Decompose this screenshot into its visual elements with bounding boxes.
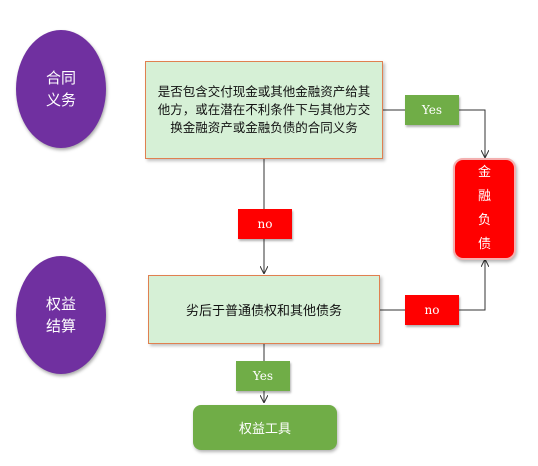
question-contract-obligation-text: 是否包含交付现金或其他金融资产给其他方，或在潜在不利条件下与其他方交换金融资产或… — [157, 84, 371, 135]
question-contract-obligation: 是否包含交付现金或其他金融资产给其他方，或在潜在不利条件下与其他方交换金融资产或… — [145, 61, 383, 159]
equity-instrument-box: 权益工具 — [193, 405, 337, 450]
edge-label-yes-2: Yes — [236, 361, 290, 391]
label-equity-settlement: 权益结算 — [16, 256, 106, 374]
edge-label-yes-1: Yes — [405, 95, 459, 125]
question-subordination-text: 劣后于普通债权和其他债务 — [185, 304, 342, 319]
equity-instrument-text: 权益工具 — [238, 422, 291, 437]
label-equity-settlement-text: 权益结算 — [45, 295, 76, 335]
edge-label-no-2: no — [405, 295, 459, 325]
financial-liability-text: 金融负债 — [477, 165, 491, 252]
financial-liability-box: 金融负债 — [453, 158, 516, 260]
edge-label-no-1: no — [238, 209, 292, 239]
question-subordination: 劣后于普通债权和其他债务 — [148, 275, 380, 344]
label-contract-obligation: 合同义务 — [16, 30, 106, 148]
label-contract-obligation-text: 合同义务 — [45, 69, 76, 109]
